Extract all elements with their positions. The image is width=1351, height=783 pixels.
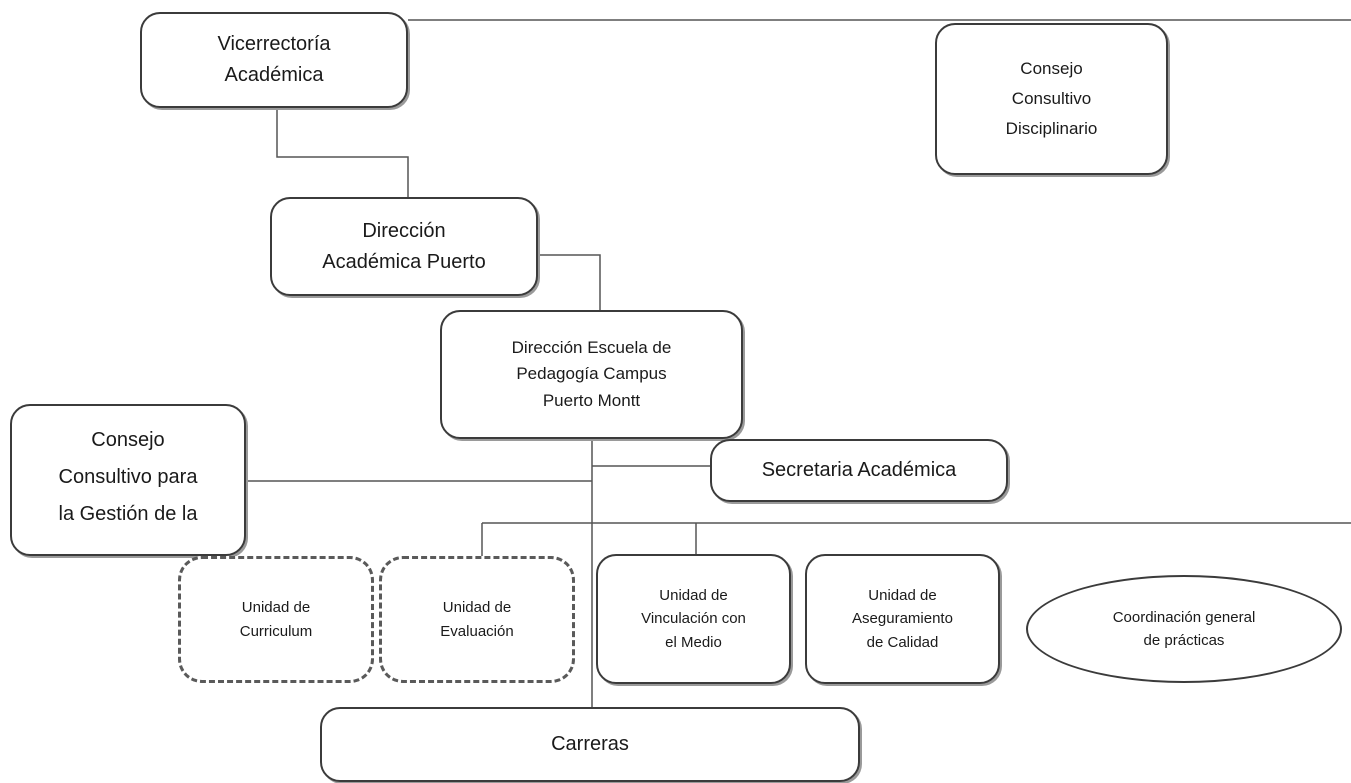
node-direccion-escuela-pedagogia: Dirección Escuela de Pedagogía Campus Pu… [440,310,743,439]
node-carreras: Carreras [320,707,860,782]
node-secretaria-academica: Secretaria Académica [710,439,1008,502]
node-unidad-curriculum: Unidad de Curriculum [178,556,374,683]
node-unidad-aseguramiento-calidad: Unidad de Aseguramiento de Calidad [805,554,1000,684]
node-consejo-consultivo-disciplinario: Consejo Consultivo Disciplinario [935,23,1168,175]
line-direccion-academica-escuela [538,254,601,310]
node-vicerrectoria-academica: Vicerrectoría Académica [140,12,408,108]
node-unidad-evaluacion: Unidad de Evaluación [379,556,575,683]
node-consejo-consultivo-gestion: Consejo Consultivo para la Gestión de la [10,404,246,556]
node-direccion-academica-puerto: Dirección Académica Puerto [270,197,538,296]
node-unidad-vinculacion-medio: Unidad de Vinculación con el Medio [596,554,791,684]
node-coordinacion-general-practicas: Coordinación general de prácticas [1026,575,1342,683]
line-vicerrectoria-direccion-academica [276,108,409,197]
